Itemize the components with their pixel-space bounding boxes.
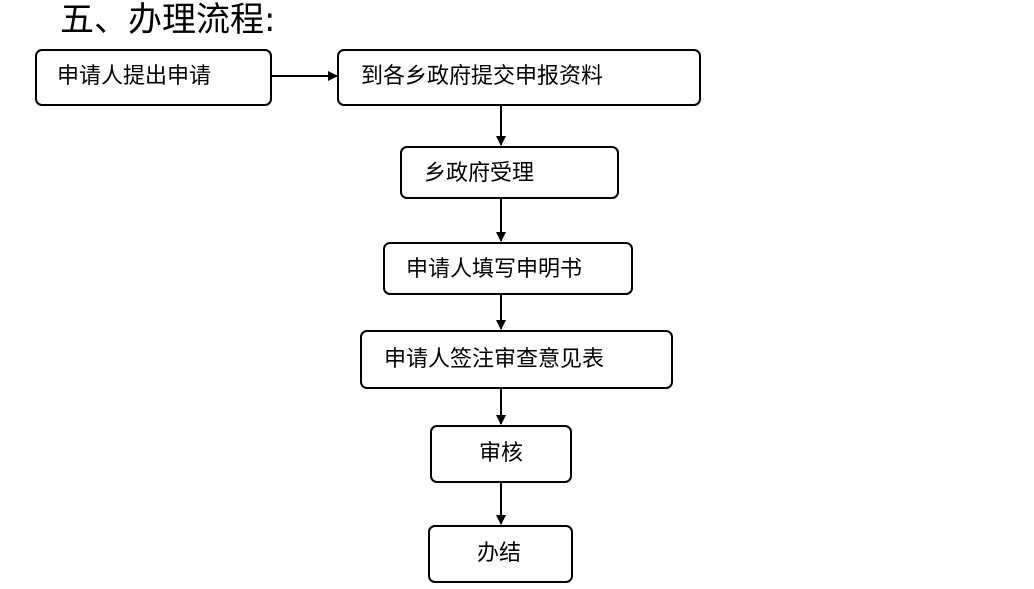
step-review-label: 审核 [479, 441, 524, 466]
step-apply-box: 申请人提出申请 [35, 49, 272, 106]
step-accept-box: 乡政府受理 [400, 146, 619, 199]
section-title: 五、办理流程: [60, 0, 276, 40]
step-fill-label: 申请人填写申明书 [406, 257, 583, 282]
step-submit-box: 到各乡政府提交申报资料 [337, 49, 701, 106]
step-fill-box: 申请人填写申明书 [383, 242, 633, 295]
step-complete-box: 办结 [428, 525, 573, 583]
step-complete-label: 办结 [477, 541, 522, 566]
step-sign-box: 申请人签注审查意见表 [360, 330, 673, 389]
step-accept-label: 乡政府受理 [424, 161, 535, 186]
step-review-box: 审核 [430, 425, 572, 483]
step-apply-label: 申请人提出申请 [57, 64, 212, 89]
step-sign-label: 申请人签注审查意见表 [384, 347, 605, 372]
step-submit-label: 到各乡政府提交申报资料 [361, 64, 604, 89]
